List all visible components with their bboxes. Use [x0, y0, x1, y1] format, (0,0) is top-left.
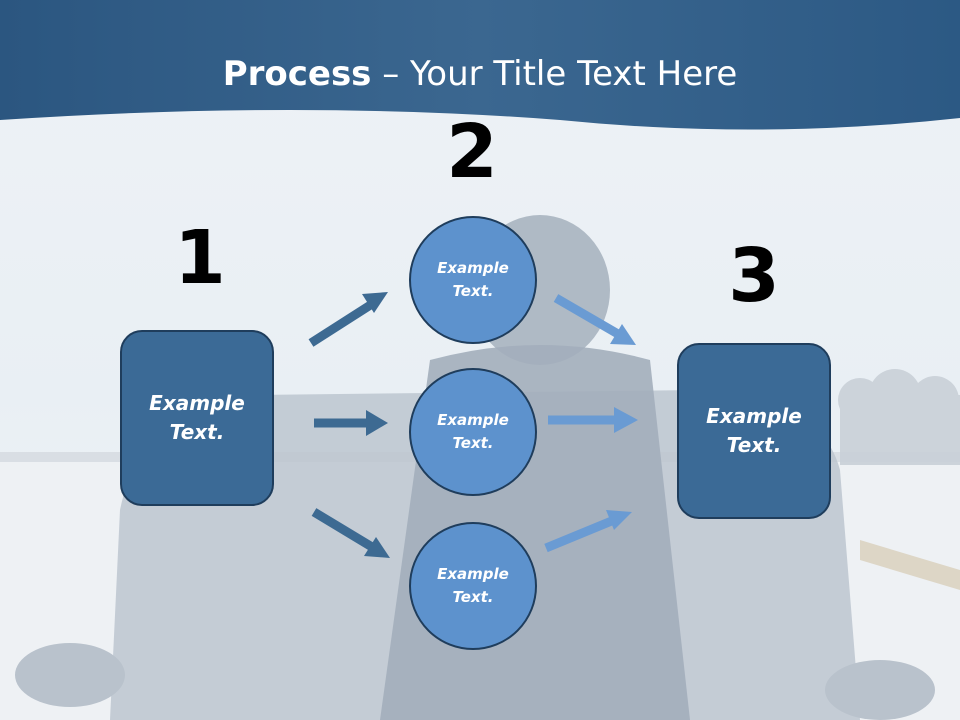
arrow-1-to-2b — [314, 410, 388, 436]
circle-middle-text: Example Text. — [437, 411, 509, 452]
title-bold: Process — [222, 54, 372, 94]
step-2-circle-bottom: Example Text. — [409, 522, 537, 650]
step-1-text: Example Text. — [149, 391, 245, 444]
title-rest: – Your Title Text Here — [371, 54, 738, 94]
step-3-box: Example Text. — [677, 343, 831, 519]
circle-top-text: Example Text. — [437, 259, 509, 300]
arrow-1-to-2c — [311, 508, 390, 558]
step-3-text: Example Text. — [706, 404, 802, 457]
step-1-box: Example Text. — [120, 330, 274, 506]
step-2-circle-top: Example Text. — [409, 216, 537, 344]
step-number-1: 1 — [174, 215, 226, 301]
circle-bottom-text: Example Text. — [437, 565, 509, 606]
arrow-2a-to-3 — [553, 294, 636, 345]
slide-title: Process – Your Title Text Here — [0, 52, 960, 96]
arrow-1-to-2a — [308, 292, 388, 347]
arrow-2c-to-3 — [544, 510, 632, 553]
arrow-2b-to-3 — [548, 407, 638, 433]
step-number-2: 2 — [446, 109, 498, 195]
step-2-circle-middle: Example Text. — [409, 368, 537, 496]
step-number-3: 3 — [728, 233, 780, 319]
